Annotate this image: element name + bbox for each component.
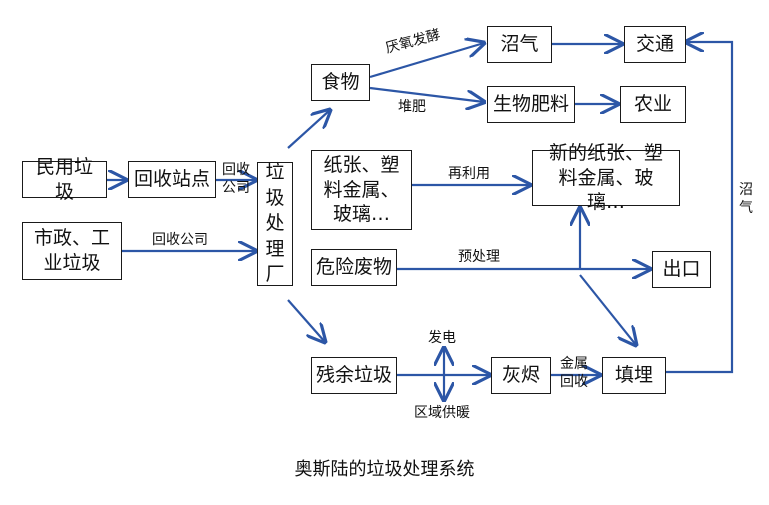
label-recycle-company-1: 回收公司 bbox=[222, 162, 250, 196]
node-hazardous: 危险废物 bbox=[311, 249, 397, 286]
label-heating: 区域供暖 bbox=[414, 405, 470, 421]
node-recycling-station: 回收站点 bbox=[128, 161, 216, 198]
arrow-food-to-fertilizer bbox=[369, 86, 484, 102]
node-export: 出口 bbox=[652, 251, 711, 288]
label-pretreatment: 预处理 bbox=[458, 249, 500, 265]
label-recycle-company-2: 回收公司 bbox=[152, 232, 208, 248]
arrow-landfill-biogas-to-transport bbox=[666, 42, 734, 374]
node-new-materials: 新的纸张、塑料金属、玻璃… bbox=[532, 142, 680, 213]
node-fertilizer: 生物肥料 bbox=[487, 86, 575, 123]
node-agriculture: 农业 bbox=[620, 86, 686, 123]
node-food: 食物 bbox=[311, 64, 370, 101]
node-waste-plant: 垃圾处理厂 bbox=[257, 160, 293, 286]
label-biogas-return: 沼气 bbox=[739, 182, 753, 216]
node-biogas: 沼气 bbox=[487, 26, 552, 63]
diagram-caption: 奥斯陆的垃圾处理系统 bbox=[294, 459, 475, 480]
node-landfill: 填埋 bbox=[602, 357, 666, 394]
arrow-food-to-biogas bbox=[369, 43, 484, 79]
arrow-plant-to-food bbox=[287, 110, 330, 149]
node-municipal-waste: 市政、工业垃圾 bbox=[22, 222, 122, 280]
waste-plant-label: 垃圾处理厂 bbox=[265, 160, 285, 286]
node-transport: 交通 bbox=[624, 26, 686, 63]
node-residual: 残余垃圾 bbox=[311, 357, 397, 394]
label-reuse: 再利用 bbox=[448, 166, 490, 182]
arrow-plant-to-residual bbox=[287, 299, 325, 342]
node-household-waste: 民用垃圾 bbox=[22, 156, 107, 203]
label-power: 发电 bbox=[428, 330, 456, 346]
node-ash: 灰烬 bbox=[491, 357, 551, 394]
label-metal-recycle: 金属回收 bbox=[560, 356, 588, 390]
label-compost: 堆肥 bbox=[398, 99, 426, 115]
arrow-junction-to-landfill bbox=[579, 274, 636, 345]
node-paper-plastic: 纸张、塑料金属、玻璃… bbox=[311, 150, 412, 230]
